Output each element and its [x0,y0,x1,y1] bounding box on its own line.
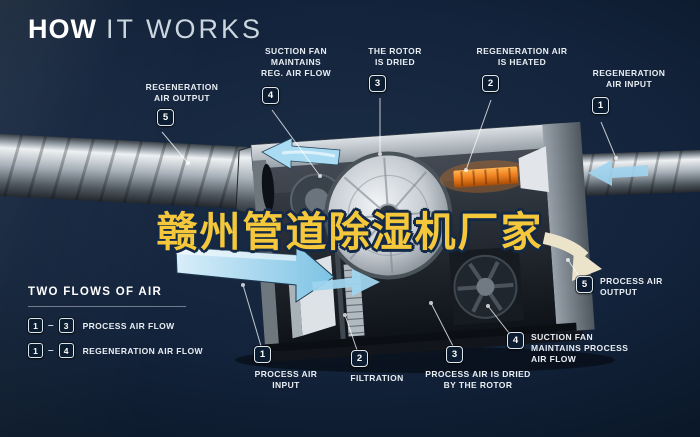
step-badge-4: 4 [58,343,74,358]
title-bold: HOW [28,14,97,44]
callout-label: REGENERATION AIR IS HEATED [476,46,568,68]
callout-label: REGENERATION AIR INPUT [592,68,666,90]
process-fan [448,246,524,326]
legend-row-label: REGENERATION AIR FLOW [82,345,203,356]
step-badge-1: 1 [592,97,609,115]
flow-arrows [175,137,648,303]
callout-label: PROCESS AIR OUTPUT [600,276,663,298]
step-badge-3: 3 [369,75,386,93]
callout-label: SUCTION FAN MAINTAINS REG. AIR FLOW [260,46,332,79]
legend-row-label: PROCESS AIR FLOW [82,320,175,331]
legend-row-regeneration-air: 1 – 4 REGENERATION AIR FLOW [28,343,228,358]
callout-label: FILTRATION [350,373,404,383]
step-badge-4: 4 [262,86,279,104]
step-badge-1: 1 [28,343,43,358]
step-badge-2: 2 [351,350,368,367]
heater [439,160,532,193]
callout-process-air-dried: 3 PROCESS AIR IS DRIED BY THE ROTOR [418,346,538,391]
step-badge-2: 2 [482,75,499,93]
step-badge-3: 3 [58,318,74,333]
outlet-cone [518,146,550,193]
callout-suction-fan-reg: SUCTION FAN MAINTAINS REG. AIR FLOW 4 [250,46,342,104]
step-badge-1: 1 [254,346,271,363]
watermark-text: 赣州管道除湿机厂家 [156,209,544,255]
left-duct [0,133,269,219]
step-badge-3: 3 [446,346,463,363]
callout-process-air-output: 5 PROCESS AIR OUTPUT [576,276,686,298]
callout-rotor-dried: THE ROTOR IS DRIED 3 [355,46,435,93]
callout-process-air-input: 1 PROCESS AIR INPUT [240,346,332,391]
step-badge-5: 5 [576,276,593,293]
callout-label: THE ROTOR IS DRIED [368,46,422,68]
legend-divider [28,306,186,307]
callout-suction-fan-process: 4 SUCTION FAN MAINTAINS PROCESS AIR FLOW [507,332,657,366]
callout-label: PROCESS AIR INPUT [254,369,318,391]
callout-regeneration-air-output: REGENERATION AIR OUTPUT 5 [130,82,234,127]
legend-row-process-air: 1 – 3 PROCESS AIR FLOW [28,318,228,333]
step-badge-5: 5 [157,109,174,127]
process-air-out-arrow [542,232,602,281]
callout-label: PROCESS AIR IS DRIED BY THE ROTOR [425,369,531,391]
legend: TWO FLOWS OF AIR 1 – 3 PROCESS AIR FLOW … [28,286,228,368]
rotor [324,151,453,280]
range-dash: – [48,320,54,331]
callout-label: SUCTION FAN MAINTAINS PROCESS AIR FLOW [531,332,629,365]
range-dash: – [48,345,54,356]
page-title: HOW IT WORKS [28,14,263,45]
callout-regeneration-air-heated: REGENERATION AIR IS HEATED 2 [468,46,576,93]
regeneration-air-in-arrow [588,160,648,186]
step-badge-4: 4 [507,332,524,349]
title-light: IT WORKS [105,14,263,44]
interior-flow-arrow [312,269,380,296]
step-badge-1: 1 [28,318,43,333]
callout-label: REGENERATION AIR OUTPUT [145,82,219,104]
callout-regeneration-air-input: REGENERATION AIR INPUT 1 [582,68,676,115]
legend-heading: TWO FLOWS OF AIR [28,286,163,298]
duct-opening [261,163,275,212]
callout-filtration: 2 FILTRATION [336,350,418,384]
